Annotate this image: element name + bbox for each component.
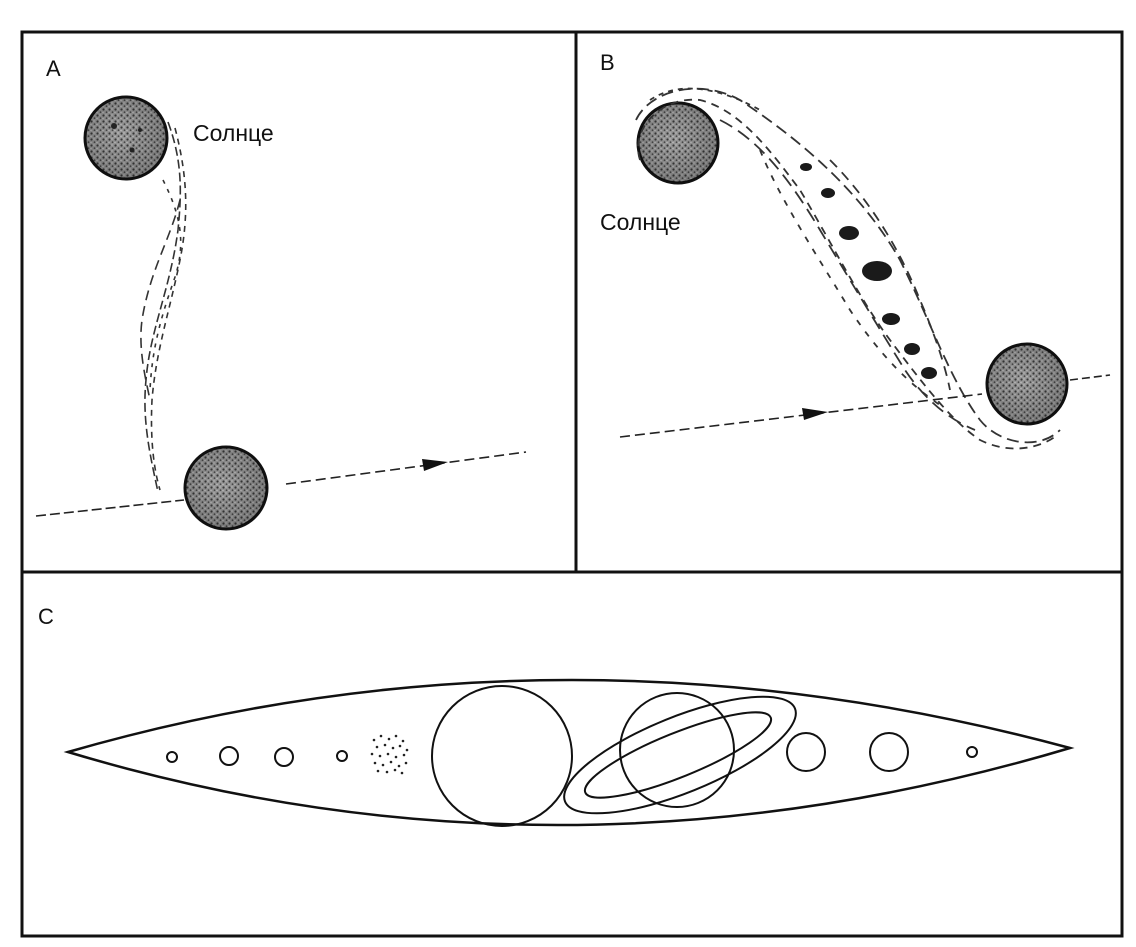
planet-9	[966, 746, 978, 758]
clump	[839, 226, 859, 240]
trajectory-a-arrowhead	[422, 459, 448, 471]
clump	[800, 163, 812, 171]
cigar-outline	[63, 678, 1075, 827]
clump	[821, 188, 835, 198]
sun-a-label: Солнце	[193, 120, 274, 146]
star-a	[183, 445, 269, 531]
planet-3	[274, 747, 294, 767]
planet-1	[166, 751, 178, 763]
tidal-filament-a	[140, 121, 187, 493]
panel-frames	[20, 30, 1124, 938]
sun-a	[83, 95, 169, 181]
star-b	[985, 342, 1069, 426]
planet-2	[219, 746, 239, 766]
panel-a-label: A	[46, 56, 61, 81]
clump	[904, 343, 920, 355]
asteroid-cloud	[370, 734, 409, 775]
panel-b: B Солнце	[600, 50, 1111, 450]
planet-7	[786, 732, 826, 772]
clump	[862, 261, 892, 281]
panel-b-label: B	[600, 50, 615, 75]
clump	[921, 367, 937, 379]
planets-row	[166, 685, 978, 827]
clump	[882, 313, 900, 325]
panel-c: C	[38, 604, 1075, 827]
planet-saturn	[619, 692, 735, 808]
trajectory-b	[619, 374, 1111, 438]
protoplanet-clumps	[800, 163, 937, 379]
panel-a: A Солнце	[35, 56, 527, 531]
panel-c-frame	[20, 570, 1124, 938]
trajectory-a	[35, 451, 527, 517]
tidal-filament-b	[635, 87, 1061, 450]
sun-b	[636, 101, 720, 185]
planet-jupiter	[431, 685, 573, 827]
sun-b-label: Солнце	[600, 209, 681, 235]
saturn-ring-inner	[583, 711, 773, 799]
saturn-ring-outer	[563, 695, 797, 815]
planet-8	[869, 732, 909, 772]
panel-c-label: C	[38, 604, 54, 629]
planet-4	[336, 750, 348, 762]
trajectory-b-arrowhead	[802, 408, 828, 420]
